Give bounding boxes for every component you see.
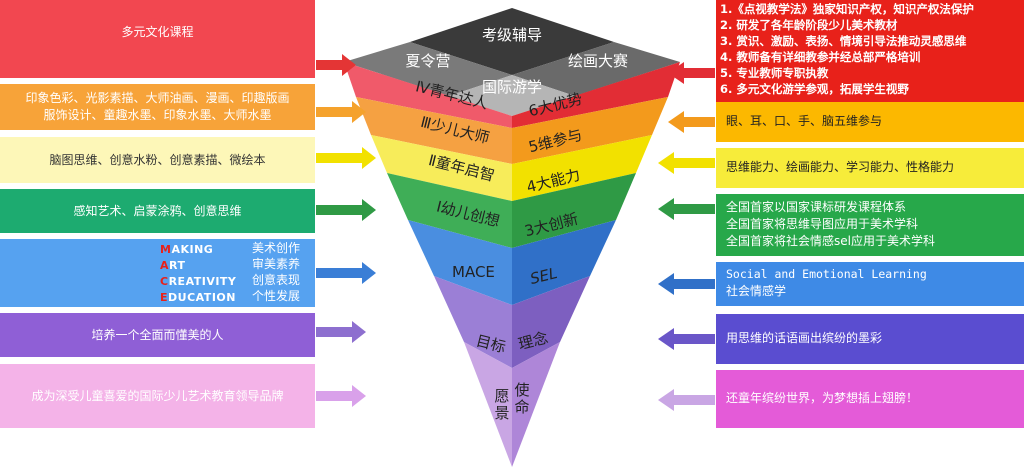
arrow-left-icon [658,389,715,411]
top-label-camp: 夏令营 [405,52,451,70]
left-band-toddler-courses: 感知艺术、启蒙涂鸦、创意思维 [0,189,315,233]
arrow-left-icon [658,198,715,220]
innovation-item: 全国首家将社会情感sel应用于美术学科 [726,234,935,248]
right-face-purple [512,276,590,368]
top-label-contest: 绘画大赛 [567,52,629,70]
right-band-abilities: 思维能力、绘画能力、学习能力、性格能力 [716,148,1024,188]
level-label-left-5: MACE [452,263,495,281]
advantage-item: 3. 赏识、激励、表扬、情境引导法推动灵感思维 [720,34,967,48]
left-band-youth-courses-line1: 印象色彩、光影素描、大师油画、漫画、印趣版画 [25,91,290,105]
right-band-mission: 还童年缤纷世界，为梦想插上翅膀！ [716,370,1024,428]
right-band-sel-english: Social and Emotional Learning [726,267,927,281]
mace-row-making: MAKING [160,241,213,258]
right-band-participation: 眼、耳、口、手、脑五维参与 [716,102,1024,142]
left-face-lavender [464,342,512,467]
right-arrows [658,62,715,411]
level-label-right-7: 使命 [514,381,530,416]
left-band-culture-text: 多元文化课程 [121,25,194,39]
top-quad-right [512,42,680,96]
arrow-right-icon [316,262,376,284]
mace-cn-art: 审美素养 [252,257,301,271]
mace-initial: E [160,291,169,304]
right-face-orange [512,97,668,164]
arrow-left-icon [668,62,715,84]
right-band-abilities-text: 思维能力、绘画能力、学习能力、性格能力 [726,160,955,174]
arrow-left-icon [668,111,715,133]
right-band-mission-text: 还童年缤纷世界，为梦想插上翅膀！ [726,391,919,405]
mace-word: RT [169,259,186,272]
left-band-vision: 成为深受儿童喜爱的国际少儿艺术教育领导品牌 [0,364,315,428]
right-band-philosophy: 用思维的话语画出缤纷的墨彩 [716,314,1024,364]
left-band-culture: 多元文化课程 [0,0,315,78]
left-face-purple [434,276,512,368]
left-arrows [316,54,376,407]
right-band-advantages: 1.《点视教学法》独家知识产权，知识产权法保护 2. 研发了各年龄阶段少儿美术教… [716,0,1024,102]
arrow-left-icon [658,328,715,350]
mace-row-art: ART [160,257,186,274]
arrow-right-icon [316,385,366,407]
right-band-sel-chinese: 社会情感学 [726,284,787,298]
left-band-youth-courses-line2: 服饰设计、童趣水墨、印象水墨、大师水墨 [43,108,272,122]
right-face-yellow [512,135,652,201]
arrow-right-icon [316,321,366,343]
top-quad-left [344,42,512,96]
mace-initial: A [160,259,170,272]
mace-initial: M [160,243,172,256]
right-face-red [512,62,680,128]
left-band-children-courses-text: 脑图思维、创意水粉、创意素描、微绘本 [49,153,266,167]
arrow-left-icon [658,273,715,295]
right-band-sel: Social and Emotional Learning 社会情感学 [716,262,1024,306]
mace-word: AKING [171,243,214,256]
innovation-item: 全国首家以国家课标研发课程体系 [726,200,907,214]
level-label-left-7: 愿景 [494,387,510,422]
right-face-lavender [512,342,560,467]
advantage-item: 6. 多元文化游学参观，拓展学生视野 [720,82,909,96]
left-band-goal: 培养一个全面而懂美的人 [0,313,315,357]
advantage-item: 1.《点视教学法》独家知识产权，知识产权法保护 [720,2,974,16]
mace-word: DUCATION [168,291,236,304]
left-band-children-courses: 脑图思维、创意水粉、创意素描、微绘本 [0,137,315,183]
left-band-goal-text: 培养一个全面而懂美的人 [91,328,224,342]
right-band-philosophy-text: 用思维的话语画出缤纷的墨彩 [726,331,883,345]
arrow-right-icon [316,54,356,76]
mace-initial: C [160,275,169,288]
mace-row-creativity: CREATIVITY [160,273,236,290]
left-face-red [344,62,512,128]
arrow-left-icon [658,152,715,174]
left-face-blue [408,220,512,305]
left-band-youth-courses: 印象色彩、光影素描、大师油画、漫画、印趣版画 服饰设计、童趣水墨、印象水墨、大师… [0,84,315,130]
advantage-item: 2. 研发了各年龄阶段少儿美术教材 [720,18,898,32]
left-face-green [387,173,512,248]
mace-cn-making: 美术创作 [252,241,301,255]
left-band-toddler-courses-text: 感知艺术、启蒙涂鸦、创意思维 [73,204,242,218]
left-face-orange [356,97,512,164]
left-band-mace: MAKING 美术创作 ART 审美素养 CREATIVITY 创意表现 EDU… [0,239,315,307]
mace-cn-education: 个性发展 [252,289,301,303]
mace-cn-creativity: 创意表现 [252,273,301,287]
mace-row-education: EDUCATION [160,289,236,306]
top-label-travel: 国际游学 [481,78,543,96]
arrow-right-icon [316,101,366,123]
right-face-green [512,173,636,248]
mace-word: REATIVITY [168,275,237,288]
arrow-right-icon [316,147,376,169]
left-band-vision-text: 成为深受儿童喜爱的国际少儿艺术教育领导品牌 [31,389,284,403]
top-quad-bottom [449,75,575,116]
right-band-innovations: 全国首家以国家课标研发课程体系 全国首家将思维导图应用于美术学科 全国首家将社会… [716,194,1024,256]
left-face-yellow [371,135,512,201]
advantage-item: 5. 专业教师专职执教 [720,66,829,80]
advantage-item: 4. 教师备有详细教参并经总部严格培训 [720,50,921,64]
top-quad-top [410,8,614,75]
arrow-right-icon [316,199,376,221]
innovation-item: 全国首家将思维导图应用于美术学科 [726,217,919,231]
right-band-participation-text: 眼、耳、口、手、脑五维参与 [726,114,883,128]
top-label-exam: 考级辅导 [481,26,543,44]
right-face-blue [512,220,616,305]
